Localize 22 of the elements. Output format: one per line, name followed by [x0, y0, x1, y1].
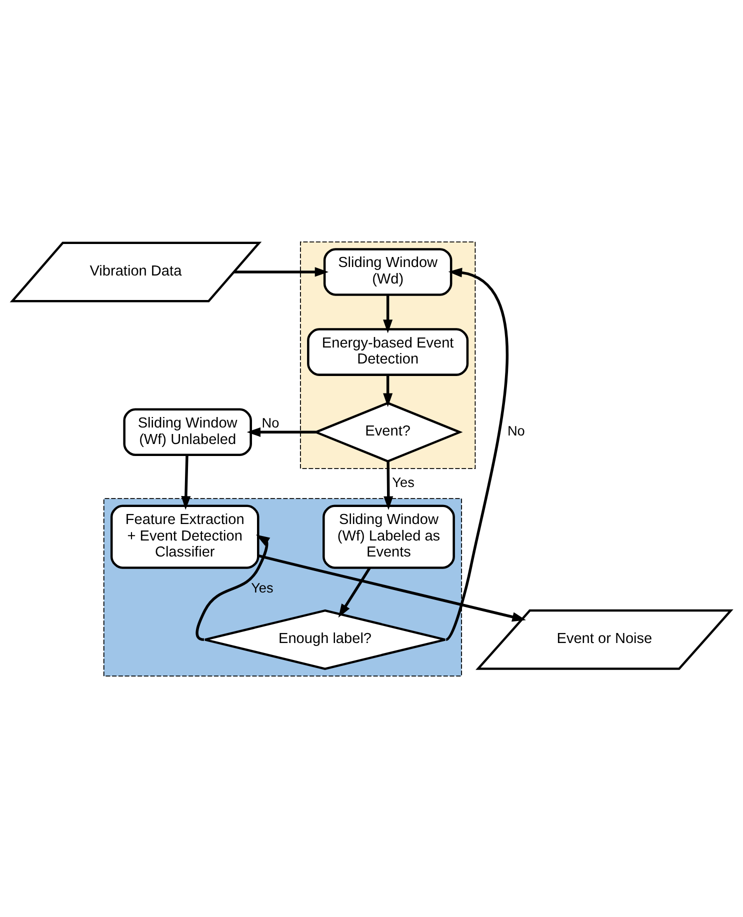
- cluster: [103, 498, 462, 676]
- arrow: [246, 426, 316, 436]
- arrow: [383, 374, 393, 406]
- arrow: [181, 454, 191, 510]
- arrow: [258, 554, 526, 622]
- node-diamond: Enough label?: [204, 608, 446, 670]
- edge-label: No: [507, 422, 525, 438]
- node-box: Sliding Window (Wf) Labeled as Events: [322, 504, 455, 568]
- node-box: Sliding Window (Wf) Unlabeled: [123, 408, 252, 456]
- arrow: [384, 460, 394, 510]
- arrow: [445, 267, 508, 640]
- edge-label: Yes: [251, 580, 274, 595]
- node-box: Energy-based Event Detection: [307, 328, 469, 376]
- edge-label: Yes: [392, 474, 414, 490]
- node-box: Feature Extraction + Event Detection Classifier: [110, 504, 260, 568]
- cluster: [300, 240, 476, 468]
- arrow: [234, 266, 329, 276]
- edge-label: No: [262, 415, 280, 430]
- node-box: Sliding Window (Wd): [323, 248, 452, 296]
- arrow: [196, 534, 270, 641]
- arrow: [338, 566, 371, 618]
- arrow: [383, 294, 393, 333]
